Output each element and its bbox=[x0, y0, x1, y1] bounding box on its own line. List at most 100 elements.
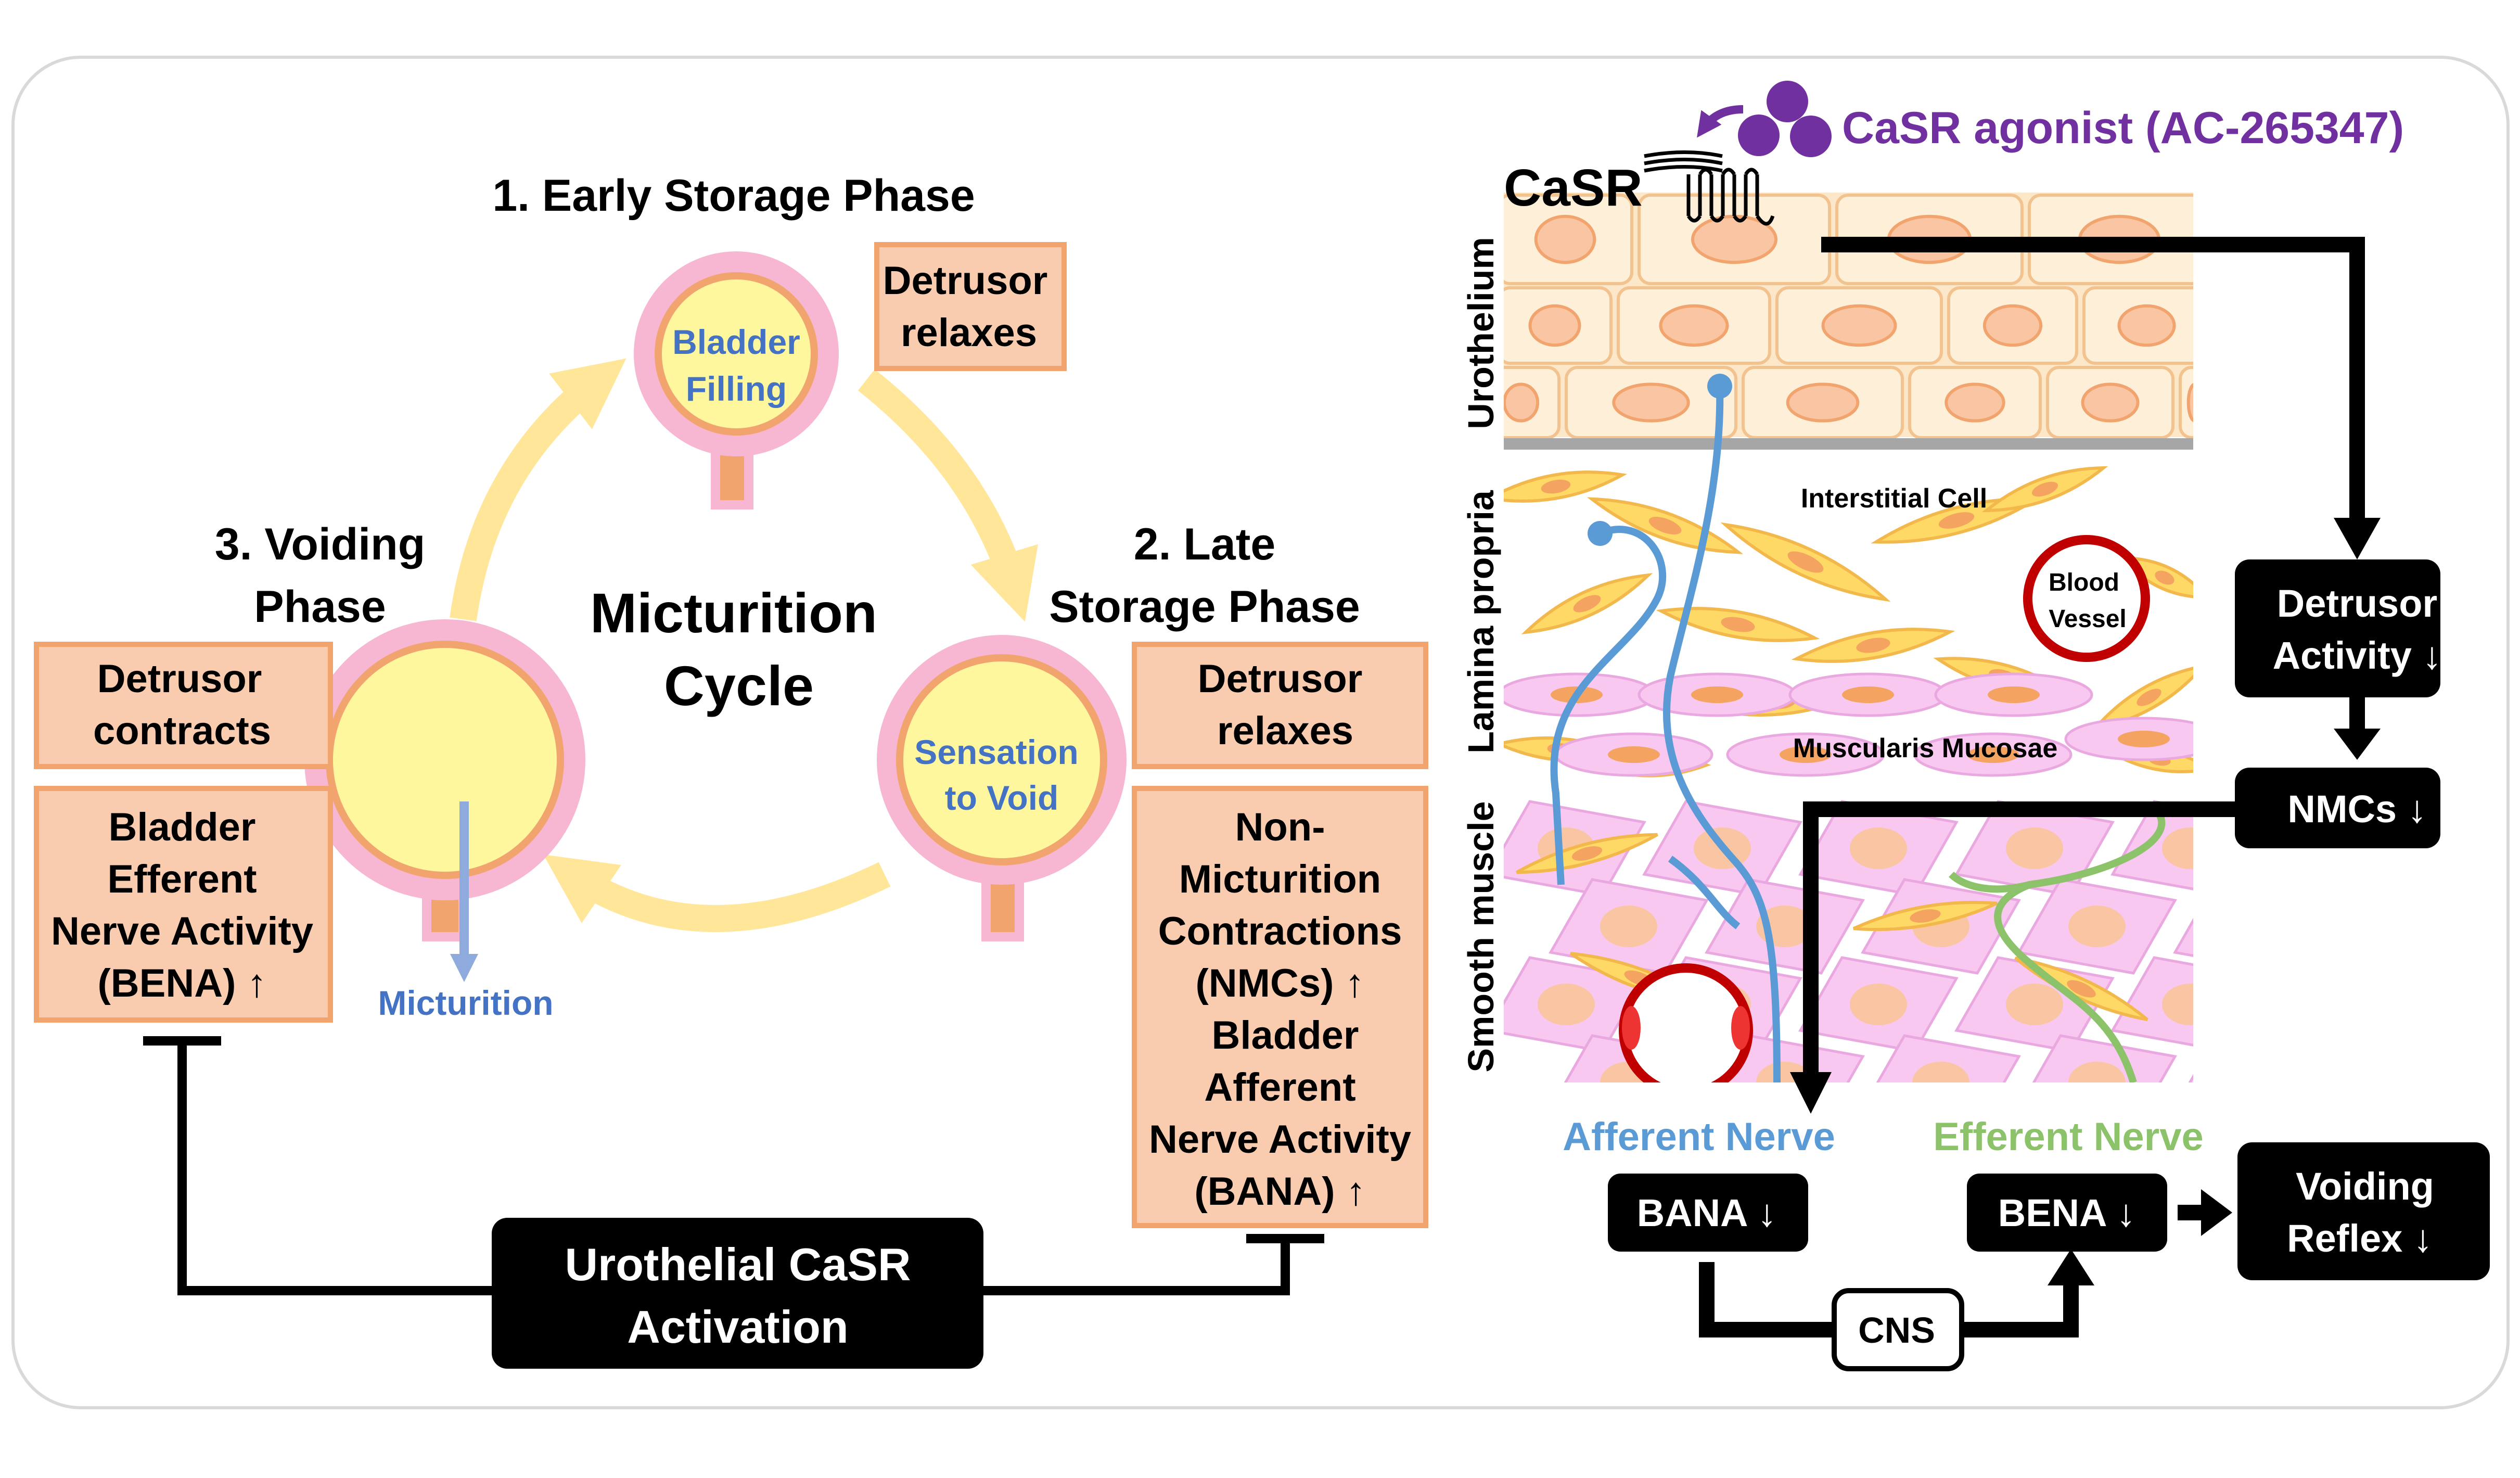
smooth-muscle-cell bbox=[1876, 1034, 2021, 1082]
svg-text:Contractions: Contractions bbox=[1158, 909, 1402, 953]
pathway-connectors bbox=[1699, 237, 2365, 1337]
svg-text:Detrusor: Detrusor bbox=[2277, 582, 2437, 625]
cycle-arrow-late-to-voiding bbox=[543, 855, 891, 932]
phase2-title-2: Storage Phase bbox=[1049, 582, 1360, 632]
interstitial-cell bbox=[1504, 470, 1628, 503]
svg-text:Detrusor: Detrusor bbox=[97, 657, 262, 701]
svg-text:Detrusor: Detrusor bbox=[1198, 657, 1363, 701]
pathway-arrowheads bbox=[1790, 518, 2381, 1285]
svg-text:Voiding: Voiding bbox=[2296, 1165, 2434, 1208]
muscularis-cell bbox=[1788, 672, 1948, 717]
svg-text:Afferent: Afferent bbox=[1204, 1065, 1355, 1110]
phase3-title-1: 3. Voiding bbox=[215, 519, 426, 569]
agonist-label: CaSR agonist (AC-265347) bbox=[1842, 103, 2404, 153]
muscularis-cell bbox=[1554, 732, 1713, 777]
svg-text:Non-: Non- bbox=[1235, 805, 1325, 849]
smooth-muscle-cell bbox=[2110, 956, 2193, 1047]
svg-text:BENA ↓: BENA ↓ bbox=[1998, 1191, 2136, 1234]
svg-text:Bladder: Bladder bbox=[109, 805, 256, 849]
bana-box: BANA ↓ bbox=[1608, 1174, 1808, 1252]
interstitial-cell-label: Interstitial Cell bbox=[1801, 483, 1987, 514]
svg-text:BANA ↓: BANA ↓ bbox=[1637, 1191, 1777, 1234]
tissue-section bbox=[1504, 193, 2193, 1082]
urothelial-casr-activation-box: Urothelial CaSR Activation bbox=[492, 1218, 983, 1369]
bladder-voiding bbox=[304, 619, 585, 982]
smooth-muscle-layer-label: Smooth muscle bbox=[1461, 801, 1501, 1072]
casr-receptor-icon bbox=[1644, 150, 1775, 226]
svg-text:Detrusor: Detrusor bbox=[883, 259, 1048, 303]
sensation-to-void-label-2: to Void bbox=[945, 779, 1059, 817]
svg-text:Bladder: Bladder bbox=[1212, 1013, 1359, 1057]
svg-text:Reflex ↓: Reflex ↓ bbox=[2287, 1217, 2433, 1260]
phase1-title: 1. Early Storage Phase bbox=[492, 171, 975, 221]
svg-text:Nerve Activity: Nerve Activity bbox=[1149, 1117, 1411, 1162]
phase2-title-1: 2. Late bbox=[1134, 519, 1275, 569]
nmcs-box: NMCs ↓ bbox=[2235, 768, 2440, 848]
detrusor-activity-box: Detrusor Activity ↓ bbox=[2235, 559, 2441, 697]
muscularis-cell bbox=[1638, 672, 1797, 717]
svg-text:Activation: Activation bbox=[627, 1301, 848, 1353]
svg-text:Urothelial CaSR: Urothelial CaSR bbox=[565, 1239, 911, 1290]
smooth-muscle-cell bbox=[1954, 800, 2115, 897]
blood-vessel-label-2: Vessel bbox=[2049, 605, 2126, 633]
svg-text:contracts: contracts bbox=[93, 709, 271, 753]
muscularis-cell bbox=[1934, 672, 2093, 717]
smooth-muscle-cell bbox=[1798, 956, 1959, 1053]
box-phase1-detrusor: Detrusor relaxes bbox=[874, 242, 1067, 371]
interstitial-cell bbox=[1791, 628, 1955, 663]
box-phase2-nmcs-bana: Non- Micturition Contractions (NMCs) ↑ B… bbox=[1132, 786, 1428, 1228]
casr-label: CaSR bbox=[1504, 159, 1643, 217]
interstitial-cell bbox=[1981, 466, 2108, 513]
svg-text:CNS: CNS bbox=[1858, 1310, 1935, 1350]
muscularis-mucosae-label: Muscularis Mucosae bbox=[1793, 733, 2058, 763]
smooth-muscle-cell bbox=[2032, 1034, 2177, 1082]
sensation-to-void-label-1: Sensation bbox=[914, 733, 1078, 771]
muscularis-cell bbox=[2064, 717, 2193, 761]
center-title-1: Micturition bbox=[590, 581, 877, 644]
efferent-nerve-label: Efferent Nerve bbox=[1933, 1115, 2204, 1159]
svg-text:Activity ↓: Activity ↓ bbox=[2273, 634, 2442, 677]
bena-box: BENA ↓ bbox=[1967, 1174, 2167, 1252]
svg-text:relaxes: relaxes bbox=[901, 311, 1037, 355]
smooth-muscle-cell bbox=[2188, 1074, 2193, 1082]
interstitial-cell bbox=[1521, 573, 1653, 634]
smooth-muscle-cell bbox=[2173, 918, 2193, 957]
lamina-propria-layer-label: Lamina propria bbox=[1461, 490, 1501, 754]
svg-text:(BANA) ↑: (BANA) ↑ bbox=[1194, 1169, 1365, 1214]
blood-vessel-label-1: Blood bbox=[2049, 569, 2119, 596]
urothelial-cell bbox=[2179, 366, 2193, 439]
box-phase3-bena: Bladder Efferent Nerve Activity (BENA) ↑ bbox=[34, 786, 333, 1023]
phase3-title-2: Phase bbox=[254, 582, 386, 632]
blood-vessel-muscle bbox=[1619, 963, 1753, 1082]
muscularis-cell bbox=[1913, 732, 2073, 777]
afferent-nerve-branch bbox=[1550, 526, 1667, 885]
muscularis-cell bbox=[1726, 732, 1885, 777]
smooth-muscle-cell bbox=[2017, 878, 2177, 975]
svg-text:Nerve Activity: Nerve Activity bbox=[51, 909, 313, 953]
urothelium-layer-label: Urothelium bbox=[1461, 237, 1501, 429]
svg-text:(BENA) ↑: (BENA) ↑ bbox=[97, 961, 266, 1005]
micturition-cycle-panel: Bladder Filling Sensation to Void Mictur… bbox=[34, 171, 1428, 1369]
bladder-late-storage bbox=[877, 635, 1127, 941]
tissue-panel: Interstitial Cell Blood Vessel Musculari… bbox=[1461, 81, 2490, 1371]
cycle-arrow-early-to-late bbox=[858, 369, 1038, 622]
micturition-label: Micturition bbox=[378, 984, 553, 1022]
bladder-filling-label-1: Bladder bbox=[672, 323, 800, 361]
box-phase3-detrusor: Detrusor contracts bbox=[34, 642, 333, 769]
voiding-reflex-box: Voiding Reflex ↓ bbox=[2237, 1142, 2490, 1280]
blood-vessel bbox=[2023, 535, 2150, 662]
interstitial-cell bbox=[1587, 497, 1744, 554]
bladder-filling-label-2: Filling bbox=[686, 370, 787, 408]
afferent-nerve-label: Afferent Nerve bbox=[1563, 1115, 1835, 1159]
efferent-nerve-fiber bbox=[1994, 812, 2166, 1082]
smooth-muscle-cell bbox=[1798, 800, 1959, 897]
svg-text:(NMCs) ↑: (NMCs) ↑ bbox=[1195, 961, 1364, 1005]
svg-text:NMCs ↓: NMCs ↓ bbox=[2287, 787, 2426, 831]
afferent-nerve-fiber bbox=[1663, 386, 1781, 1082]
cycle-arrow-voiding-to-early bbox=[450, 358, 626, 621]
casr-agonist-icon bbox=[1697, 81, 1832, 157]
interstitial-cell bbox=[1720, 522, 1891, 602]
interstitial-cell bbox=[1656, 607, 1820, 642]
